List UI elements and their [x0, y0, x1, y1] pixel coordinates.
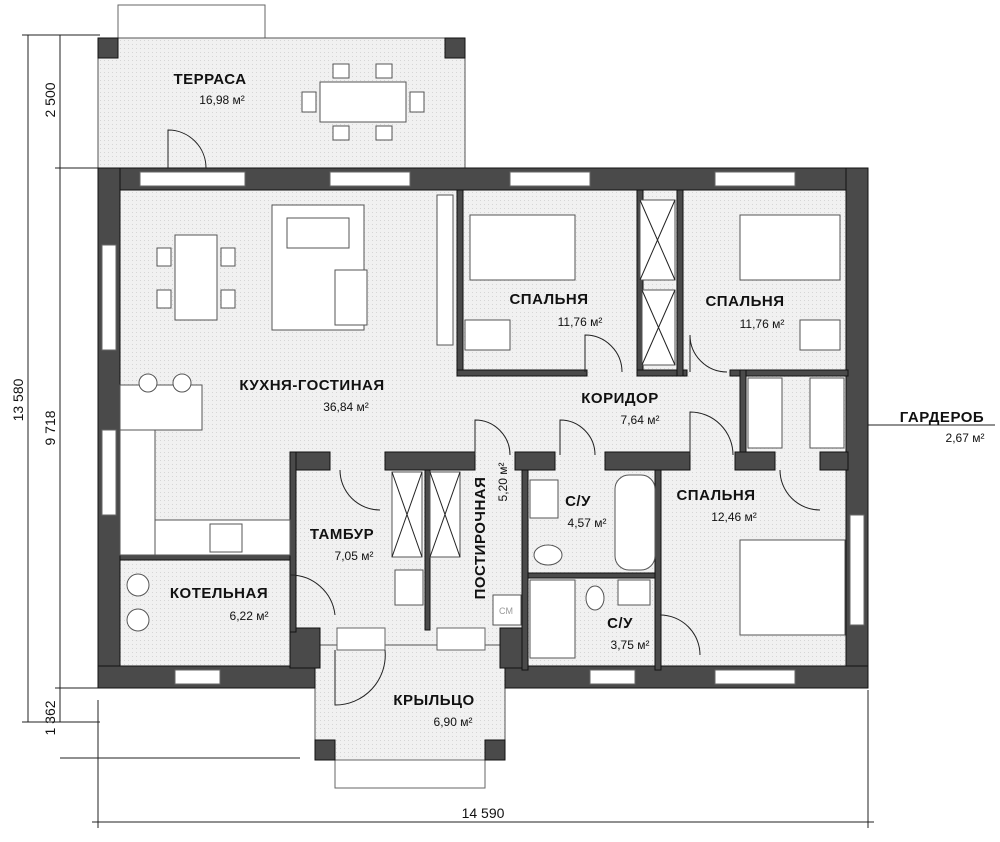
room-area-bathroom-1: 4,57 м² — [568, 516, 607, 530]
room-area-wardrobe: 2,67 м² — [946, 431, 985, 445]
dim-terrace-depth: 2 500 — [42, 82, 58, 117]
room-area-kitchen-living: 36,84 м² — [323, 400, 369, 414]
room-name-corridor: КОРИДОР — [581, 390, 658, 407]
room-area-vestibule: 7,05 м² — [335, 549, 374, 563]
room-area-laundry: 5,20 м² — [496, 463, 510, 502]
room-area-terrace: 16,98 м² — [199, 93, 245, 107]
terrace-table-icon — [301, 63, 425, 141]
room-name-bedroom-1: СПАЛЬНЯ — [509, 291, 588, 308]
room-area-corridor: 7,64 м² — [621, 413, 660, 427]
room-name-porch: КРЫЛЬЦО — [393, 692, 474, 709]
washing-machine-label: СМ — [499, 606, 513, 616]
room-name-kitchen-living: КУХНЯ-ГОСТИНАЯ — [239, 377, 384, 394]
room-area-bathroom-2: 3,75 м² — [611, 638, 650, 652]
room-name-terrace: ТЕРРАСА — [173, 71, 246, 88]
dim-total-depth: 13 580 — [10, 378, 26, 421]
room-name-boiler: КОТЕЛЬНАЯ — [170, 585, 268, 602]
porch-steps — [334, 759, 486, 789]
room-area-porch: 6,90 м² — [434, 715, 473, 729]
room-name-laundry: ПОСТИРОЧНАЯ — [472, 477, 489, 600]
doors — [167, 129, 821, 706]
terrace-steps — [117, 4, 266, 39]
interior-walls — [119, 189, 849, 671]
windows — [101, 171, 865, 685]
terrace-post — [444, 37, 466, 59]
room-area-boiler: 6,22 м² — [230, 609, 269, 623]
room-name-bathroom-2: С/У — [607, 615, 633, 632]
room-name-bedroom-3: СПАЛЬНЯ — [676, 487, 755, 504]
furniture — [119, 194, 846, 659]
room-name-wardrobe: ГАРДЕРОБ — [900, 409, 984, 426]
room-name-vestibule: ТАМБУР — [310, 526, 374, 543]
dim-porch-depth: 1 362 — [42, 700, 58, 735]
room-area-bedroom-1: 11,76 м² — [558, 315, 603, 329]
room-name-bathroom-1: С/У — [565, 493, 591, 510]
room-area-bedroom-3: 12,46 м² — [711, 510, 757, 524]
dim-house-depth: 9 718 — [42, 410, 58, 445]
room-name-bedroom-2: СПАЛЬНЯ — [705, 293, 784, 310]
dim-total-width: 14 590 — [462, 805, 505, 821]
terrace-post — [97, 37, 119, 59]
room-area-bedroom-2: 11,76 м² — [740, 317, 785, 331]
